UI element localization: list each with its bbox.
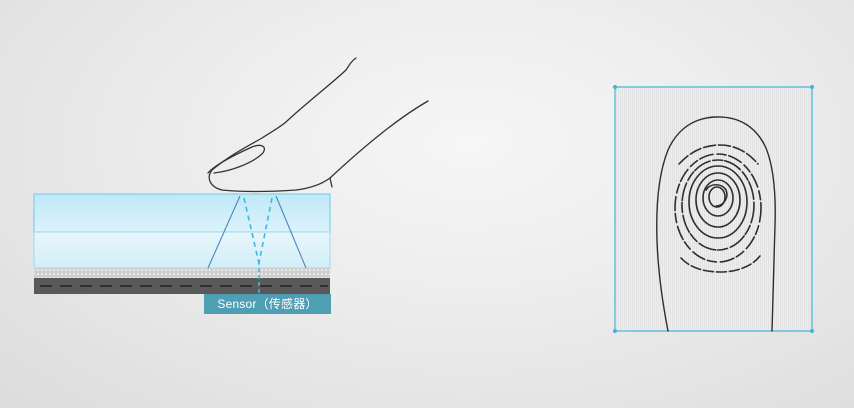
frame-corner-tr: [810, 85, 814, 89]
scan-frame: [614, 86, 813, 332]
reflection-left: [243, 197, 261, 269]
light-beams: [207, 195, 307, 296]
display-layer: [33, 231, 331, 269]
display-stack: [33, 193, 331, 296]
dot-layer: [34, 268, 330, 278]
frame-corner-br: [810, 329, 814, 333]
fingerprint-icon: [656, 116, 776, 332]
cover-glass: [33, 193, 331, 233]
fingerprint-scan-panel: [613, 85, 814, 333]
sensor-label: Sensor（传感器）: [204, 294, 331, 314]
beam-left: [207, 195, 241, 269]
finger-outline-icon: [207, 57, 429, 193]
reflection-right: [257, 197, 273, 269]
frame-corner-tl: [613, 85, 617, 89]
scan-background: [615, 87, 812, 331]
frame-corner-bl: [613, 329, 617, 333]
beam-right: [275, 195, 307, 269]
